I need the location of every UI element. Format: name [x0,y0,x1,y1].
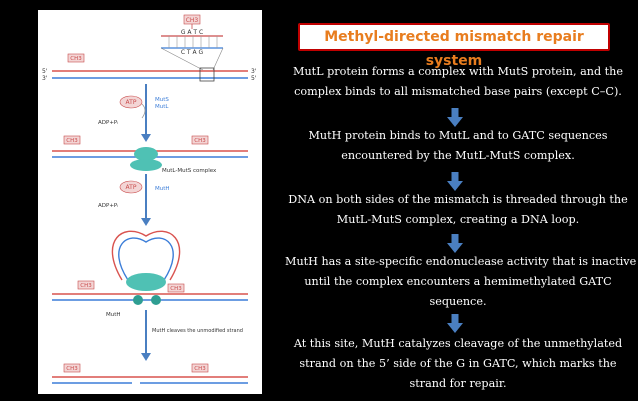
complex-on-loop [126,273,166,291]
three-prime-label-right: 3' [251,68,257,75]
five-prime-label-right: 5' [251,75,257,82]
step-5-line-3: strand for repair. [409,377,507,390]
svg-text:CH3: CH3 [80,283,92,289]
step-3-line-2: MutL-MutS complex, creating a DNA loop. [336,213,580,226]
mutl-label: MutL [155,104,169,110]
svg-text:CH3: CH3 [70,56,82,62]
step-1-line-1: MutL protein forms a complex with MutS p… [293,65,623,78]
ctag-bottom-seq: C T A G [181,49,204,56]
mutl-muts-label: MutL-MutS complex [162,168,217,174]
ch3-label-5: CH3 [167,283,185,293]
down-arrow-icon [447,234,463,253]
ch3-label-4: CH3 [77,280,95,290]
down-arrow-icon [447,108,463,127]
mismatch-box [199,67,215,82]
muts-protein [134,147,158,161]
adp-label-1: ADP+Pᵢ [98,120,118,126]
svg-text:CH3: CH3 [66,366,78,372]
svg-text:ATP: ATP [126,184,137,191]
ch3-label-7: CH3 [191,363,209,373]
figure-svg: CH3 G A T C C T A G CH3 5' 3' 3' 5' [42,14,257,384]
mutl-protein [130,159,162,171]
muth-cleaves-label: MutH cleaves the unmodified strand [152,328,243,334]
atp-label-2: ATP [119,180,143,194]
ch3-label-3: CH3 [191,135,209,145]
muth-protein-1 [133,295,143,305]
step-5: At this site, MutH catalyzes cleavage of… [285,334,631,394]
step-4-line-1: MutH has a site-specific endonuclease ac… [285,255,637,268]
svg-text:CH3: CH3 [66,138,78,144]
ch3-label-6: CH3 [63,363,81,373]
step-2-line-2: encountered by the MutL-MutS complex. [341,149,575,162]
page-title: Methyl-directed mismatch repair system [324,29,584,69]
down-arrow-icon [447,314,463,333]
muts-label: MutS [155,97,169,103]
step-4-line-3: sequence. [429,295,487,308]
step-3-line-1: DNA on both sides of the mismatch is thr… [288,193,628,206]
five-prime-label: 5' [42,68,48,75]
dna-loop-red [111,230,181,281]
svg-text:CH3: CH3 [194,366,206,372]
step-1-line-2: complex binds to all mismatched base pai… [294,85,622,98]
title-box: Methyl-directed mismatch repair system [298,23,610,69]
step-2: MutH protein binds to MutL and to GATC s… [285,126,631,166]
svg-text:CH3: CH3 [186,17,199,24]
three-prime-label: 3' [42,75,48,82]
muth-label-2: MutH [106,312,121,318]
ch3-label-2: CH3 [63,135,81,145]
step-4: MutH has a site-specific endonuclease ac… [285,252,637,312]
muth-protein-2 [151,295,161,305]
ch3-label-1: CH3 [67,53,85,63]
muth-label-1: MutH [155,186,170,192]
gatc-top-seq: G A T C [181,29,203,36]
dna-loop-blue [118,237,174,281]
adp-label-2: ADP+Pᵢ [98,203,118,209]
atp-label-1: ATP [119,95,143,109]
svg-text:CH3: CH3 [170,286,182,292]
step-4-line-2: until the complex encounters a hemimethy… [304,275,612,288]
step-5-line-2: strand on the 5’ side of the G in GATC, … [299,357,617,370]
step-1: MutL protein forms a complex with MutS p… [285,62,631,102]
step-3: DNA on both sides of the mismatch is thr… [285,190,631,230]
step-2-line-1: MutH protein binds to MutL and to GATC s… [308,129,608,142]
mismatch-repair-figure: CH3 G A T C C T A G CH3 5' 3' 3' 5' [38,10,262,394]
step-5-line-1: At this site, MutH catalyzes cleavage of… [293,337,623,350]
text-panel: Methyl-directed mismatch repair system M… [285,12,637,397]
down-arrow-icon [447,172,463,191]
svg-text:ATP: ATP [126,99,137,106]
svg-text:CH3: CH3 [194,138,206,144]
ch3-label-top: CH3 [183,14,201,25]
